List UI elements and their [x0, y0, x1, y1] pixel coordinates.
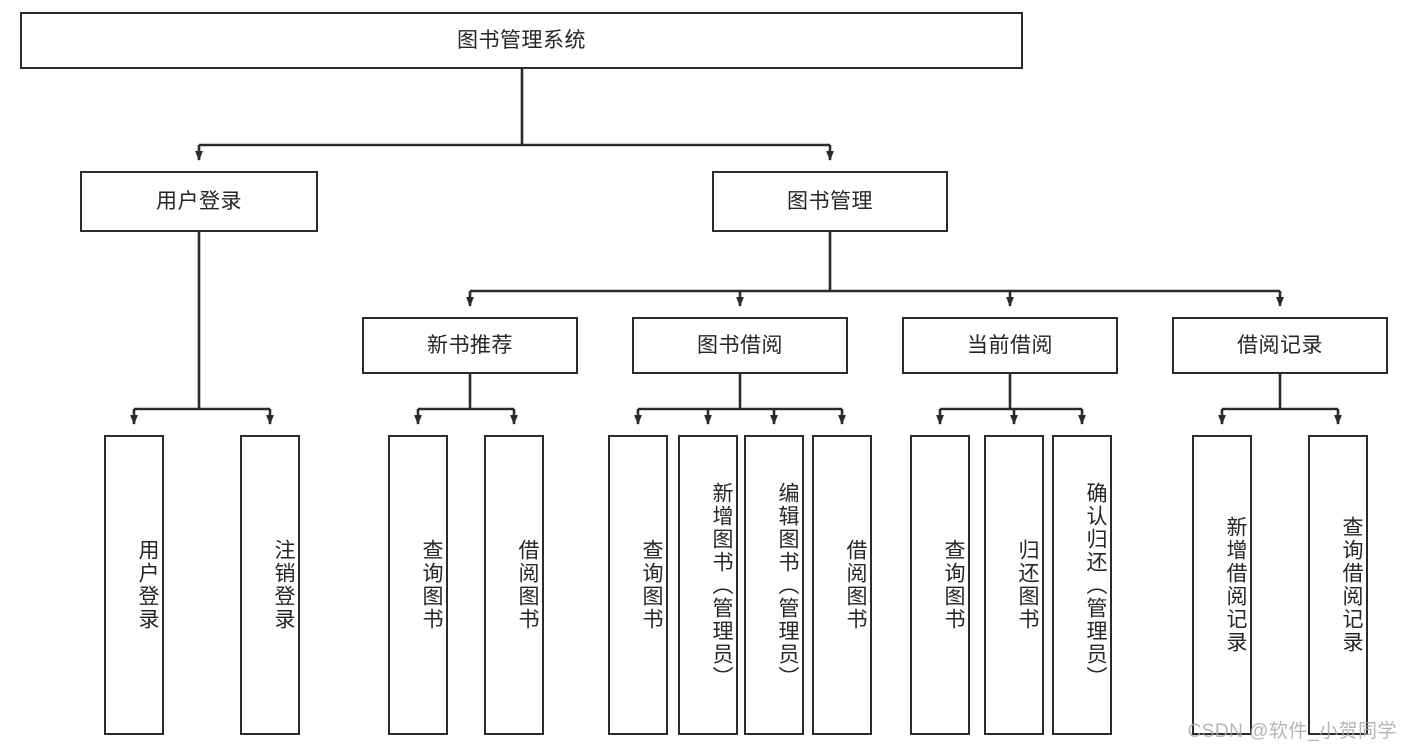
node-leaf-add-record-label: 新增借阅记录: [1224, 516, 1247, 654]
node-book-manage-label: 图书管理: [787, 189, 873, 213]
node-leaf-user-login-label: 用户登录: [136, 539, 159, 631]
node-leaf-edit-book-label: 编辑图书（管理员）: [776, 481, 799, 689]
node-leaf-query-book-3[interactable]: 查询图书: [910, 435, 970, 735]
node-leaf-query-book-2[interactable]: 查询图书: [608, 435, 668, 735]
node-borrow-record[interactable]: 借阅记录: [1172, 317, 1388, 374]
node-user-login-label: 用户登录: [156, 189, 242, 213]
node-leaf-borrow-book-2[interactable]: 借阅图书: [812, 435, 872, 735]
node-current-borrow-label: 当前借阅: [967, 333, 1053, 357]
csdn-watermark: CSDN @软件_小贺同学: [1187, 721, 1397, 742]
node-leaf-query-book-3-label: 查询图书: [942, 539, 965, 631]
node-leaf-borrow-book-1[interactable]: 借阅图书: [484, 435, 544, 735]
node-leaf-add-book[interactable]: 新增图书（管理员）: [678, 435, 738, 735]
node-leaf-query-record[interactable]: 查询借阅记录: [1308, 435, 1368, 735]
node-leaf-query-book-1[interactable]: 查询图书: [388, 435, 448, 735]
node-borrow-record-label: 借阅记录: [1237, 333, 1323, 357]
node-book-manage[interactable]: 图书管理: [712, 171, 948, 232]
node-book-borrow[interactable]: 图书借阅: [632, 317, 848, 374]
node-leaf-query-book-2-label: 查询图书: [640, 539, 663, 631]
node-root[interactable]: 图书管理系统: [20, 12, 1023, 69]
node-leaf-logout[interactable]: 注销登录: [240, 435, 300, 735]
node-new-book-rec[interactable]: 新书推荐: [362, 317, 578, 374]
node-leaf-return-book-label: 归还图书: [1016, 539, 1039, 631]
node-leaf-confirm-return[interactable]: 确认归还（管理员）: [1052, 435, 1112, 735]
node-leaf-borrow-book-1-label: 借阅图书: [516, 539, 539, 631]
node-leaf-borrow-book-2-label: 借阅图书: [844, 539, 867, 631]
node-leaf-query-record-label: 查询借阅记录: [1340, 516, 1363, 654]
node-leaf-user-login[interactable]: 用户登录: [104, 435, 164, 735]
node-current-borrow[interactable]: 当前借阅: [902, 317, 1118, 374]
node-leaf-logout-label: 注销登录: [272, 539, 295, 631]
node-leaf-query-book-1-label: 查询图书: [420, 539, 443, 631]
node-user-login[interactable]: 用户登录: [80, 171, 318, 232]
node-leaf-add-record[interactable]: 新增借阅记录: [1192, 435, 1252, 735]
node-book-borrow-label: 图书借阅: [697, 333, 783, 357]
node-leaf-edit-book[interactable]: 编辑图书（管理员）: [744, 435, 804, 735]
node-leaf-return-book[interactable]: 归还图书: [984, 435, 1044, 735]
node-leaf-confirm-return-label: 确认归还（管理员）: [1084, 481, 1107, 689]
node-new-book-rec-label: 新书推荐: [427, 333, 513, 357]
node-root-label: 图书管理系统: [457, 28, 586, 52]
node-leaf-add-book-label: 新增图书（管理员）: [710, 481, 733, 689]
